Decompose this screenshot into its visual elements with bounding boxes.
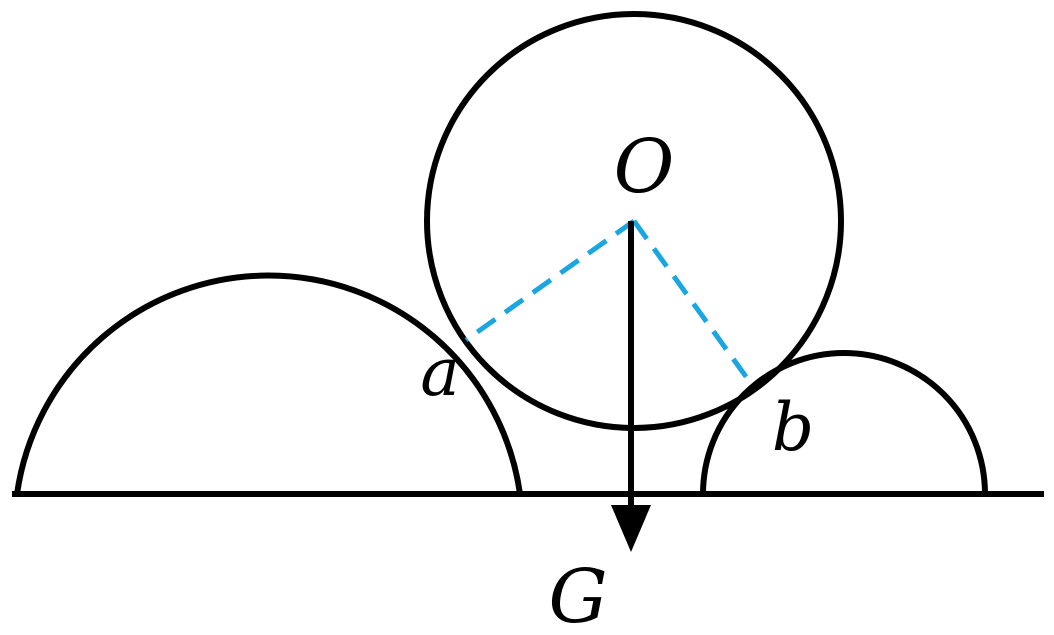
- label-force-G: G: [548, 554, 607, 635]
- right-dome: [700, 350, 988, 495]
- left-dome: [14, 272, 523, 495]
- label-center-O: O: [614, 124, 675, 210]
- radius-to-b: [631, 219, 755, 387]
- label-contact-a: a: [420, 334, 459, 411]
- radius-to-a: [464, 218, 636, 343]
- weight-arrowhead: [611, 505, 651, 552]
- label-contact-b: b: [772, 389, 814, 466]
